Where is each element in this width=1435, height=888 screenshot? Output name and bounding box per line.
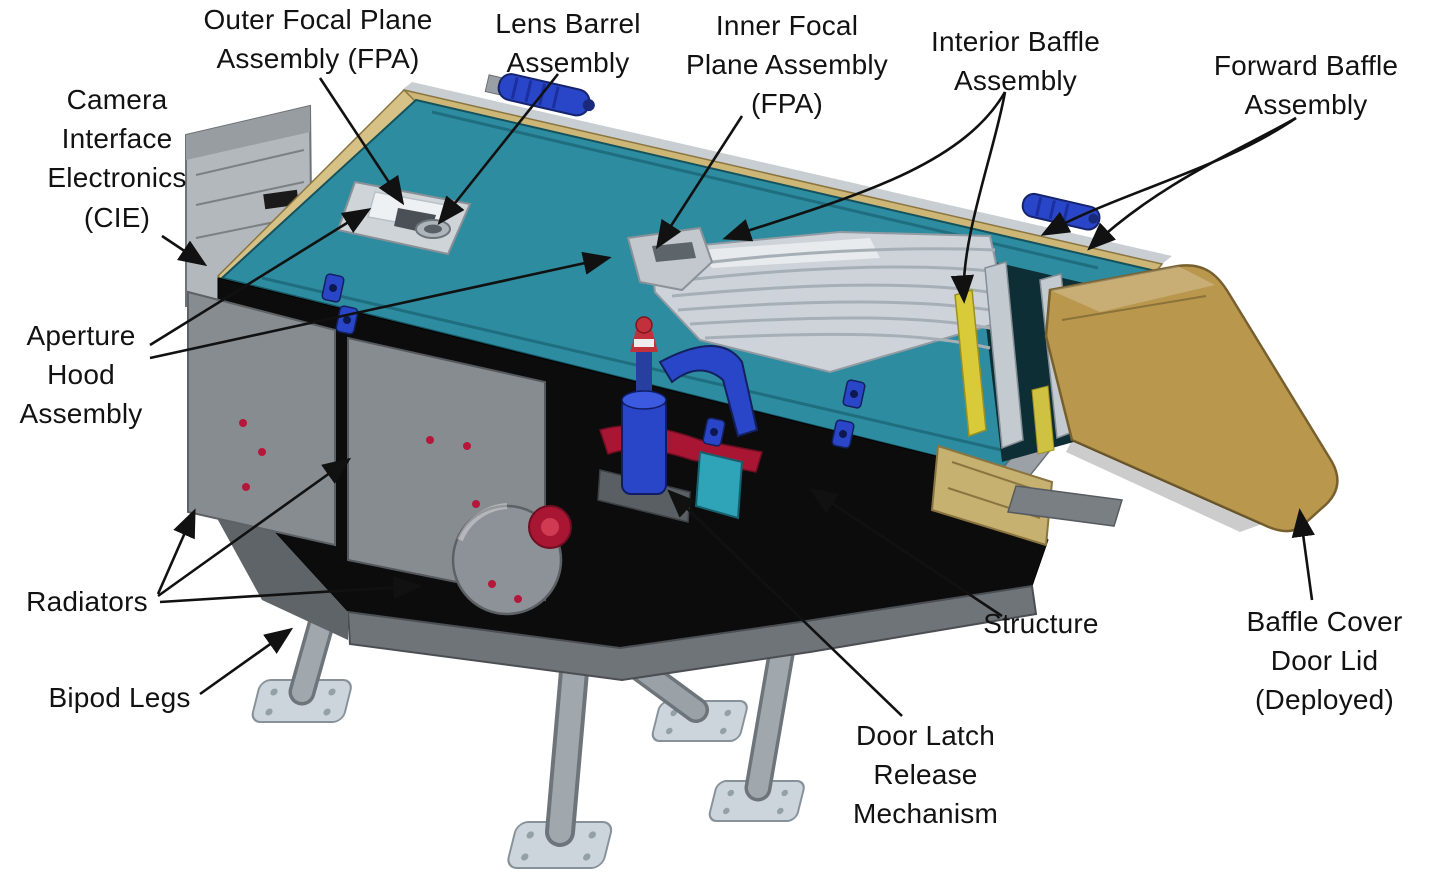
leader-radiators-arrow-3 — [159, 575, 422, 604]
leader-outer-fpa-arrow — [318, 77, 405, 206]
label-radiators: Radiators — [26, 586, 148, 617]
label-baffle-cover: Baffle Cover Door Lid (Deployed) — [1246, 606, 1403, 716]
latch-cylinder — [621, 397, 667, 495]
structure-bottom-band — [346, 584, 1038, 682]
label-structure: Structure — [983, 608, 1099, 639]
deck-silver-edge — [402, 82, 1172, 264]
radiator-panel-left — [187, 290, 336, 547]
baffle-cover-door — [1044, 264, 1339, 533]
leader-bipod-legs-arrow — [199, 627, 294, 696]
leader-radiators-arrow-2 — [157, 457, 352, 598]
leader-interior-baffle-arrow-2 — [722, 91, 1007, 242]
leader-cie-arrow — [161, 234, 208, 267]
leader-radiators-arrow-1 — [156, 508, 196, 595]
leader-door-latch-arrow — [667, 489, 903, 717]
leader-lens-barrel-arrow — [437, 73, 560, 226]
radiator-panels — [187, 290, 572, 616]
leader-inner-fpa-arrow — [655, 115, 744, 250]
leader-structure-arrow — [808, 487, 1003, 618]
latch-teal-box — [694, 450, 744, 520]
leader-forward-baffle-arrow-2 — [1040, 116, 1297, 236]
label-door-latch: Door Latch Release Mechanism — [853, 720, 998, 830]
label-cie: Camera Interface Electronics (CIE) — [47, 84, 187, 233]
leader-interior-baffle-arrow-1 — [950, 91, 1007, 304]
leader-arrows — [149, 73, 1315, 717]
label-interior-baffle: Interior Baffle Assembly — [930, 26, 1101, 97]
label-inner-fpa: Inner Focal Plane Assembly (FPA) — [685, 10, 888, 120]
radiator-fastener-dots — [239, 419, 522, 603]
latch-small-bracket — [702, 417, 726, 447]
label-forward-baffle: Forward Baffle Assembly — [1213, 50, 1399, 121]
door-hinge-frame — [930, 444, 1123, 547]
leader-aperture-hood-arrow-2 — [149, 251, 612, 360]
door-latch-mechanism — [597, 316, 763, 523]
leader-aperture-hood-arrow-1 — [149, 207, 372, 347]
label-outer-fpa: Outer Focal Plane Assembly (FPA) — [203, 4, 433, 75]
label-aperture-hood: Aperture Hood Assembly — [19, 320, 143, 430]
label-lens-barrel: Lens Barrel Assembly — [495, 8, 641, 79]
latch-arm — [658, 345, 759, 438]
leader-baffle-cover-arrow — [1291, 508, 1315, 601]
leader-forward-baffle-arrow-1 — [1087, 116, 1297, 251]
top-motor — [484, 73, 595, 117]
label-bipod-legs: Bipod Legs — [48, 682, 191, 713]
